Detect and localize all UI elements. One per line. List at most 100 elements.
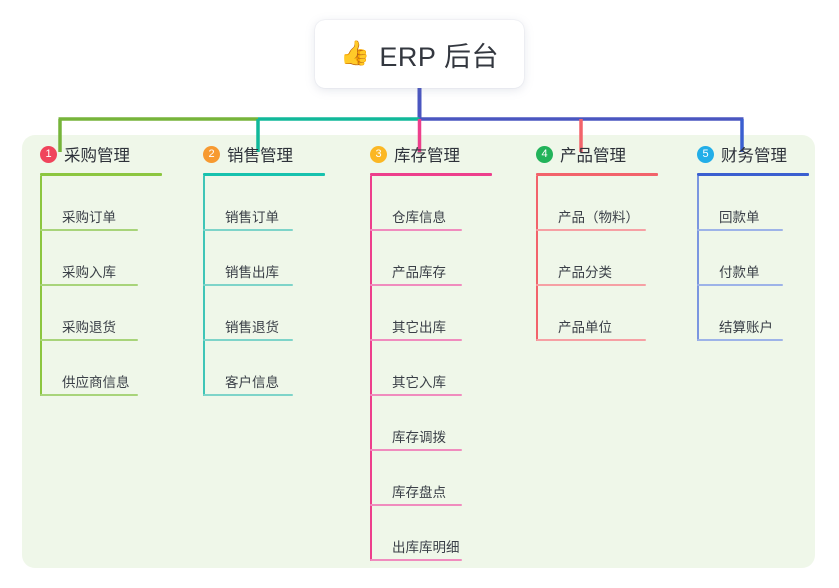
list-item[interactable]: 产品分类	[536, 231, 678, 286]
list-item-rule	[370, 284, 462, 286]
thumbs-up-icon: 👍	[340, 40, 371, 67]
column-spine	[370, 176, 372, 561]
list-item[interactable]: 付款单	[697, 231, 829, 286]
column-items: 销售订单销售出库销售退货客户信息	[203, 176, 345, 396]
list-item-rule	[370, 339, 462, 341]
list-item[interactable]: 销售订单	[203, 176, 345, 231]
list-item-rule	[203, 284, 293, 286]
column-badge-1: 1	[40, 145, 57, 163]
list-item-label: 客户信息	[225, 374, 279, 390]
list-item-rule	[203, 394, 293, 396]
list-item-label: 产品分类	[558, 264, 612, 280]
list-item[interactable]: 产品（物料）	[536, 176, 678, 231]
list-item[interactable]: 销售退货	[203, 286, 345, 341]
column-spine	[697, 176, 699, 341]
list-item[interactable]: 供应商信息	[40, 341, 182, 396]
column-header-3[interactable]: 3 库存管理	[352, 135, 512, 173]
column-spine	[203, 176, 205, 396]
list-item[interactable]: 库存调拨	[370, 396, 512, 451]
list-item-rule	[370, 504, 462, 506]
column-badge-5: 5	[697, 145, 714, 163]
list-item-label: 销售出库	[225, 264, 279, 280]
column-title: 库存管理	[394, 147, 460, 165]
column-items: 产品（物料） 产品分类产品单位	[536, 176, 678, 341]
list-item-rule	[370, 449, 462, 451]
list-item[interactable]: 产品单位	[536, 286, 678, 341]
column-spine	[536, 176, 538, 341]
list-item-rule	[697, 339, 783, 341]
column-header-rule	[536, 173, 658, 176]
column-header-rule	[697, 173, 809, 176]
list-item[interactable]: 其它入库	[370, 341, 512, 396]
root-node[interactable]: 👍 ERP 后台	[315, 20, 524, 88]
list-item-rule	[40, 284, 138, 286]
list-item[interactable]: 其它出库	[370, 286, 512, 341]
list-item-rule	[536, 339, 646, 341]
list-item-rule	[40, 394, 138, 396]
column-header-4[interactable]: 4 产品管理	[518, 135, 678, 173]
list-item-label: 产品库存	[392, 264, 446, 280]
list-item-label: 库存调拨	[392, 429, 446, 445]
list-item-rule	[203, 229, 293, 231]
column-badge-2: 2	[203, 145, 220, 163]
list-item-rule	[40, 339, 138, 341]
column-3: 3 库存管理仓库信息产品库存其它出库其它入库库存调拨库存盘点出库库明细	[352, 135, 512, 561]
list-item-rule	[370, 229, 462, 231]
list-item-rule	[697, 229, 783, 231]
list-item-label: 供应商信息	[62, 374, 130, 390]
list-item-label: 出库库明细	[392, 539, 460, 555]
list-item[interactable]: 回款单	[697, 176, 829, 231]
column-5: 5 财务管理回款单付款单结算账户	[679, 135, 829, 341]
column-badge-4: 4	[536, 145, 553, 163]
column-items: 回款单付款单结算账户	[697, 176, 829, 341]
list-item-rule	[40, 229, 138, 231]
list-item-label: 其它入库	[392, 374, 446, 390]
column-header-rule	[203, 173, 325, 176]
list-item[interactable]: 出库库明细	[370, 506, 512, 561]
columns-container: 1 采购管理采购订单采购入库采购退货供应商信息 2 销售管理销售订单销售出库销售退货客…	[22, 135, 815, 568]
list-item-label: 其它出库	[392, 319, 446, 335]
list-item-label: 结算账户	[719, 319, 773, 335]
list-item[interactable]: 销售出库	[203, 231, 345, 286]
column-title: 财务管理	[721, 147, 787, 165]
list-item-label: 销售订单	[225, 209, 279, 225]
column-1: 1 采购管理采购订单采购入库采购退货供应商信息	[22, 135, 182, 396]
list-item[interactable]: 客户信息	[203, 341, 345, 396]
column-title: 产品管理	[560, 147, 626, 165]
list-item-label: 回款单	[719, 209, 760, 225]
list-item-label: 采购入库	[62, 264, 116, 280]
column-spine	[40, 176, 42, 396]
list-item[interactable]: 库存盘点	[370, 451, 512, 506]
list-item-label: 仓库信息	[392, 209, 446, 225]
diagram-panel	[22, 135, 815, 568]
column-title: 采购管理	[64, 147, 130, 165]
column-title: 销售管理	[227, 147, 293, 165]
column-badge-3: 3	[370, 145, 387, 163]
column-header-rule	[370, 173, 492, 176]
list-item-rule	[536, 284, 646, 286]
list-item-rule	[203, 339, 293, 341]
root-label: 👍 ERP 后台	[340, 35, 499, 74]
list-item-rule	[370, 559, 462, 561]
list-item-rule	[536, 229, 646, 231]
list-item[interactable]: 仓库信息	[370, 176, 512, 231]
list-item-label: 产品单位	[558, 319, 612, 335]
list-item-label: 采购订单	[62, 209, 116, 225]
list-item-label: 付款单	[719, 264, 760, 280]
list-item-label: 库存盘点	[392, 484, 446, 500]
list-item[interactable]: 结算账户	[697, 286, 829, 341]
list-item-label: 销售退货	[225, 319, 279, 335]
column-2: 2 销售管理销售订单销售出库销售退货客户信息	[185, 135, 345, 396]
list-item-rule	[697, 284, 783, 286]
list-item-label: 产品（物料）	[558, 209, 639, 225]
column-items: 采购订单采购入库采购退货供应商信息	[40, 176, 182, 396]
list-item[interactable]: 采购订单	[40, 176, 182, 231]
list-item[interactable]: 采购退货	[40, 286, 182, 341]
list-item[interactable]: 产品库存	[370, 231, 512, 286]
column-4: 4 产品管理产品（物料） 产品分类产品单位	[518, 135, 678, 341]
column-header-1[interactable]: 1 采购管理	[22, 135, 182, 173]
list-item[interactable]: 采购入库	[40, 231, 182, 286]
column-header-5[interactable]: 5 财务管理	[679, 135, 829, 173]
column-header-2[interactable]: 2 销售管理	[185, 135, 345, 173]
